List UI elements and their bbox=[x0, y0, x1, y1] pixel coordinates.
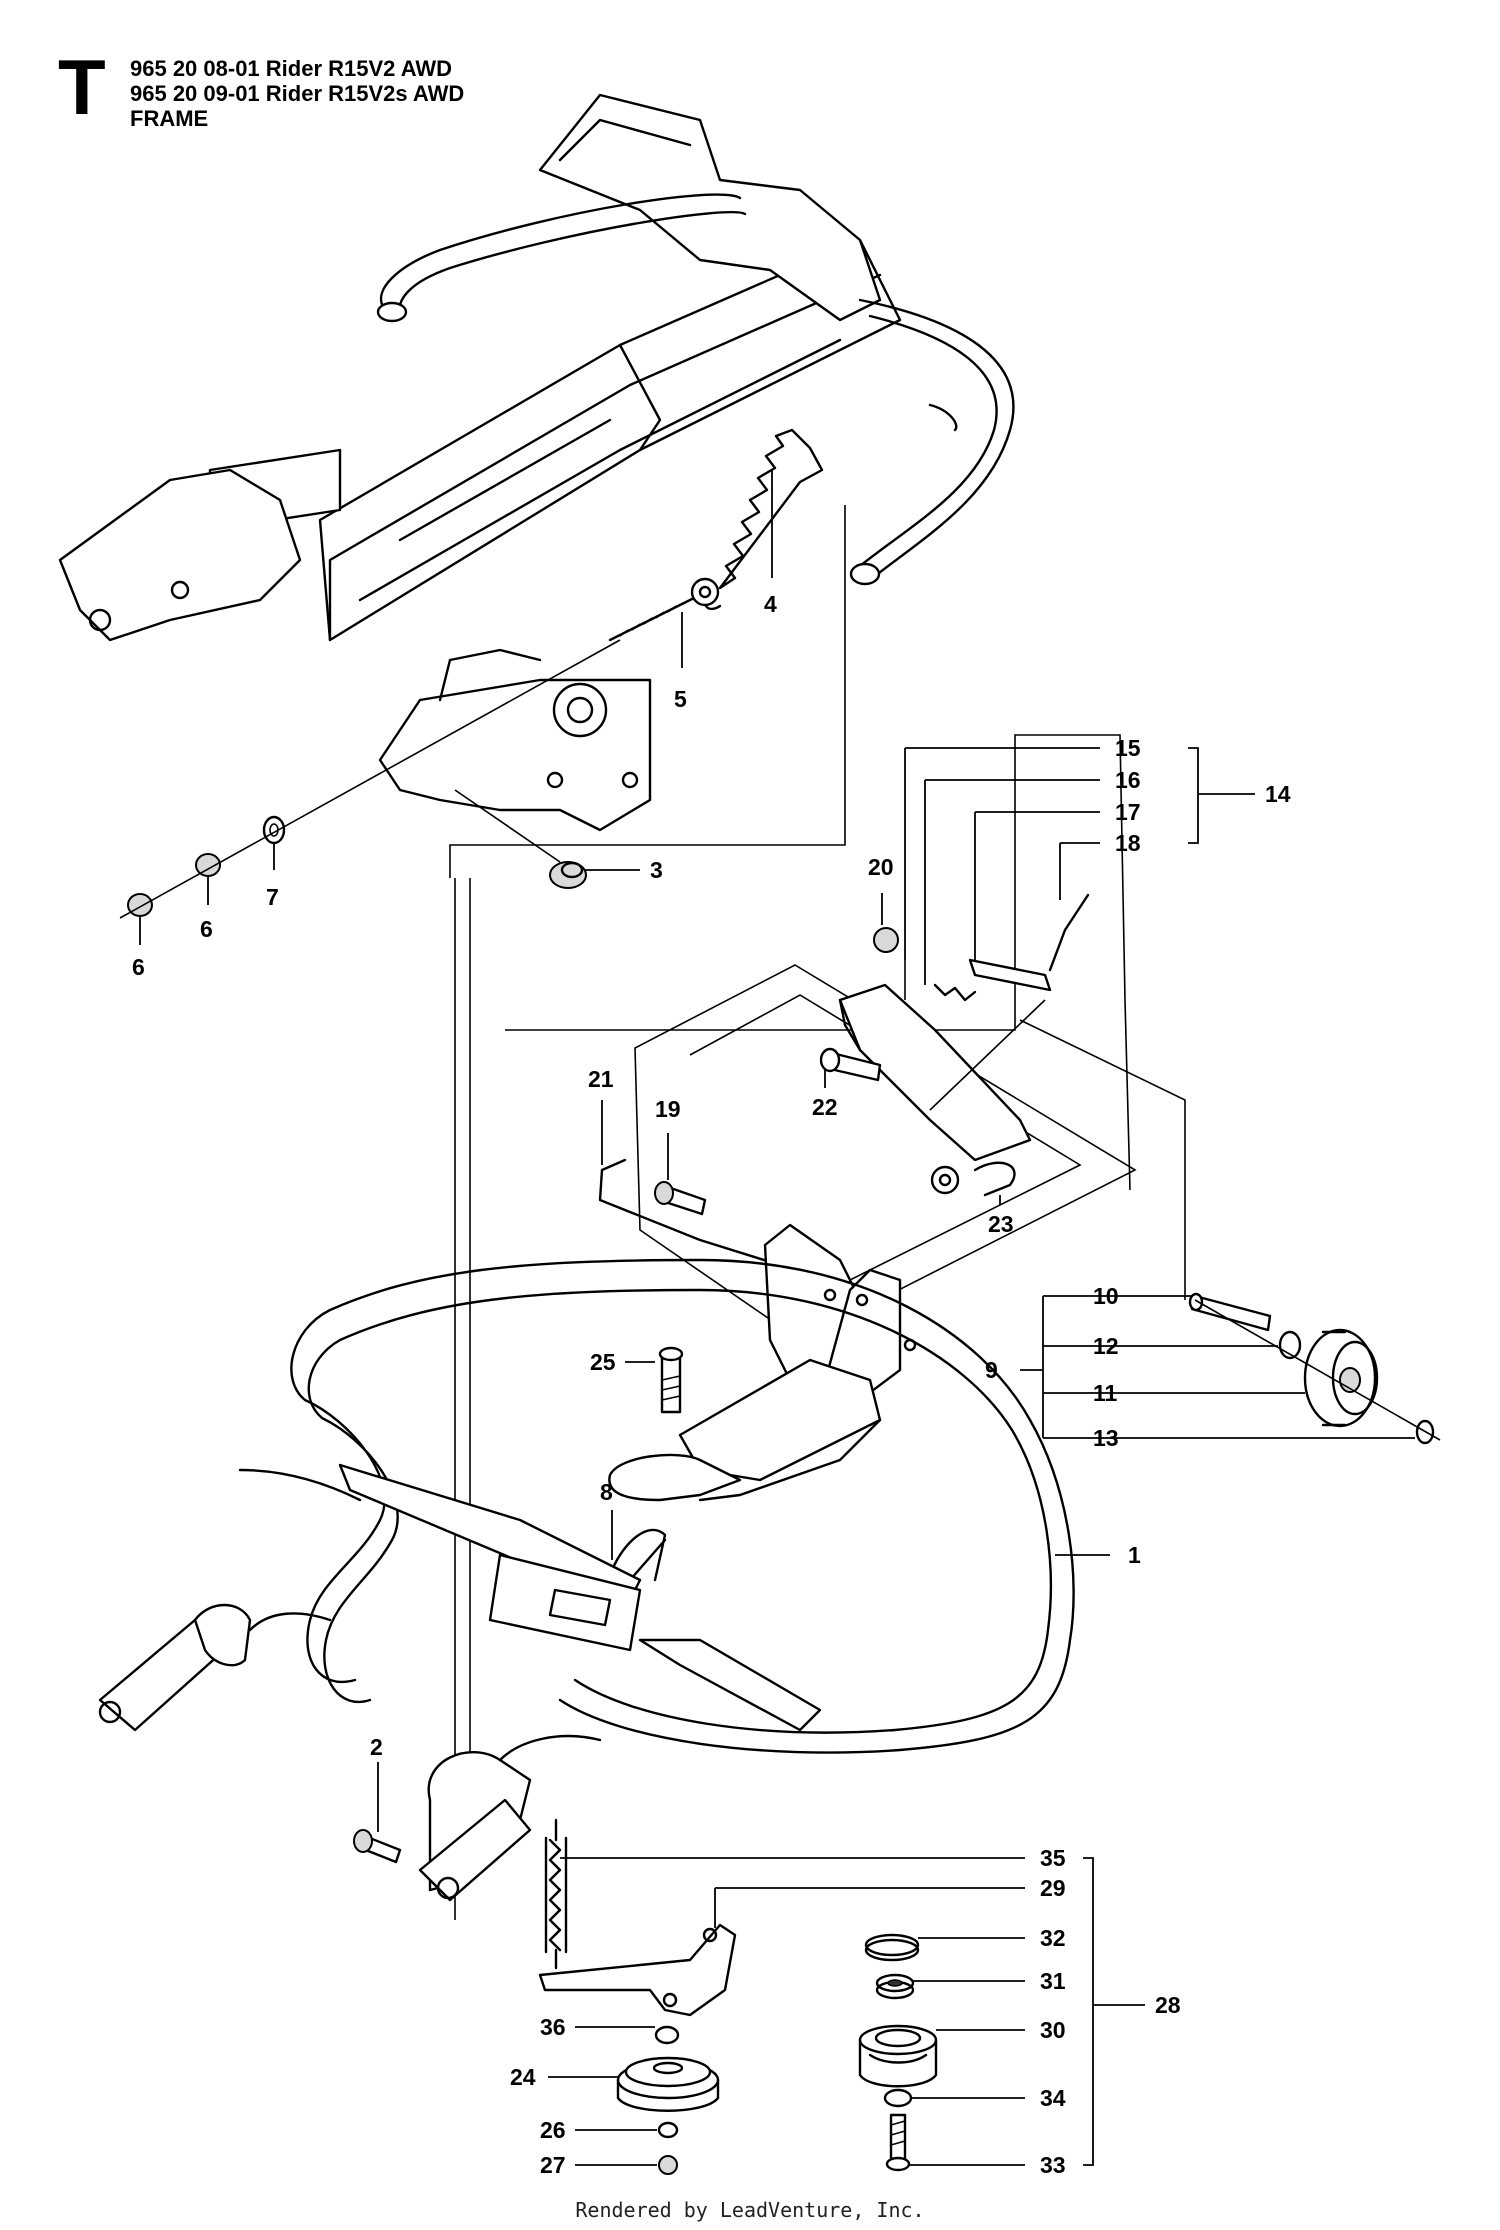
cotter-part-18 bbox=[1048, 893, 1090, 972]
rod-part-21 bbox=[598, 1158, 782, 1267]
callout-10: 10 bbox=[1093, 1283, 1119, 1309]
hairpin-part-23 bbox=[973, 1161, 1016, 1197]
callout-6a: 6 bbox=[200, 916, 213, 942]
bolt-part-22 bbox=[819, 1047, 882, 1082]
callout-5: 5 bbox=[674, 686, 687, 712]
tension-spring-part-4 bbox=[704, 428, 824, 611]
footer-credit: Rendered by LeadVenture, Inc. bbox=[575, 2198, 925, 2222]
callout-3: 3 bbox=[650, 857, 663, 883]
pedal-bracket-part-15 bbox=[838, 960, 1046, 1195]
nut-part-27 bbox=[658, 2155, 678, 2175]
pulley-part-30 bbox=[858, 2024, 938, 2088]
callout-29: 29 bbox=[1040, 1875, 1066, 1901]
callout-28: 28 bbox=[1155, 1992, 1181, 2018]
callout-24: 24 bbox=[510, 2064, 536, 2090]
spring-part-35 bbox=[544, 1818, 568, 1970]
washer-part-34 bbox=[883, 2088, 913, 2108]
callout-20: 20 bbox=[868, 854, 894, 880]
model-line-2: 965 20 09-01 Rider R15V2s AWD bbox=[130, 81, 465, 106]
callout-9: 9 bbox=[985, 1357, 998, 1383]
callout-11: 11 bbox=[1093, 1380, 1118, 1406]
clip-part-16 bbox=[933, 983, 977, 1002]
callout-19: 19 bbox=[655, 1096, 681, 1122]
lift-frame-part-1 bbox=[98, 1258, 1075, 1902]
callout-14: 14 bbox=[1265, 781, 1291, 807]
bolt-part-25 bbox=[658, 1346, 684, 1414]
callout-34: 34 bbox=[1040, 2085, 1066, 2111]
callout-27: 27 bbox=[540, 2152, 566, 2178]
callout-1: 1 bbox=[1128, 1542, 1141, 1568]
callout-36: 36 bbox=[540, 2014, 566, 2040]
callout-7: 7 bbox=[266, 884, 279, 910]
washer-part-26 bbox=[657, 2121, 679, 2139]
pulley-part-24 bbox=[616, 2056, 720, 2112]
diagram-title: FRAME bbox=[130, 106, 209, 131]
nut-part-6-lower bbox=[127, 893, 153, 917]
spacer-part-36 bbox=[654, 2025, 680, 2045]
callout-17: 17 bbox=[1115, 799, 1141, 825]
section-letter: T bbox=[58, 43, 106, 131]
bolt-part-19 bbox=[654, 1181, 707, 1216]
callout-12: 12 bbox=[1093, 1333, 1119, 1359]
bearing-part-31 bbox=[875, 1973, 915, 2000]
nut-part-20 bbox=[873, 927, 899, 953]
idler-arm-part-29 bbox=[538, 1923, 737, 2017]
callout-22: 22 bbox=[812, 1094, 838, 1120]
callout-23: 23 bbox=[988, 1211, 1014, 1237]
nut-part-3 bbox=[549, 861, 587, 889]
callout-8: 8 bbox=[600, 1479, 613, 1505]
wheel-part-11 bbox=[1303, 1328, 1379, 1428]
callout-26: 26 bbox=[540, 2117, 566, 2143]
callout-32: 32 bbox=[1040, 1925, 1066, 1951]
hairpin-part-8 bbox=[610, 1528, 667, 1582]
snap-ring-part-32 bbox=[864, 1933, 920, 1962]
callout-15: 15 bbox=[1115, 735, 1141, 761]
callout-13: 13 bbox=[1093, 1425, 1119, 1451]
assembly-axis-line-2 bbox=[454, 789, 561, 863]
model-line-1: 965 20 08-01 Rider R15V2 AWD bbox=[130, 56, 453, 81]
routing-lines bbox=[449, 505, 1186, 1920]
leader-lines bbox=[139, 470, 1415, 2166]
main-frame-drawing bbox=[58, 93, 1015, 832]
lift-bracket-drawing bbox=[608, 1223, 917, 1502]
callout-18: 18 bbox=[1115, 830, 1141, 856]
washer-part-7 bbox=[262, 815, 286, 845]
bolt-part-33 bbox=[885, 2113, 911, 2172]
callout-6b: 6 bbox=[132, 954, 145, 980]
callout-21: 21 bbox=[588, 1066, 614, 1092]
callout-numbers: 1 2 3 4 5 6 6 7 8 9 10 11 12 13 14 15 16… bbox=[132, 591, 1291, 2178]
callout-2: 2 bbox=[370, 1734, 383, 1760]
callout-31: 31 bbox=[1040, 1968, 1066, 1994]
callout-25: 25 bbox=[590, 1349, 616, 1375]
eye-bolt-part-5 bbox=[608, 577, 720, 642]
pin-part-17 bbox=[968, 958, 1052, 992]
pin-part-10 bbox=[1188, 1292, 1272, 1332]
callout-30: 30 bbox=[1040, 2017, 1066, 2043]
callout-4: 4 bbox=[764, 591, 777, 617]
callout-16: 16 bbox=[1115, 767, 1141, 793]
bolt-part-2 bbox=[353, 1829, 402, 1864]
callout-33: 33 bbox=[1040, 2152, 1066, 2178]
assembly-axis-line bbox=[119, 639, 621, 919]
callout-35: 35 bbox=[1040, 1845, 1066, 1871]
wheel-axis-line bbox=[1194, 1299, 1441, 1441]
